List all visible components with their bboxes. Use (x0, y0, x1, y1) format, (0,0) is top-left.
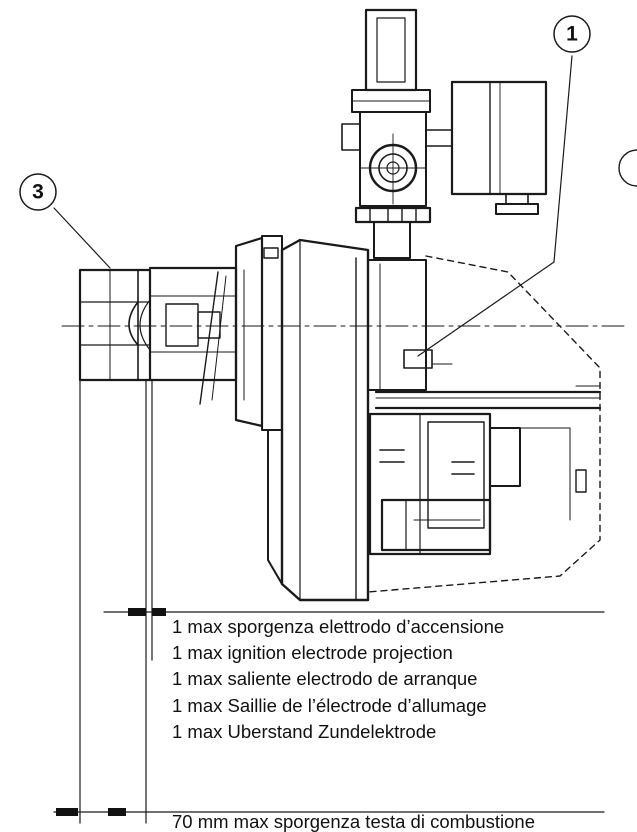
callout-3-leader (53, 207, 111, 269)
callout-3: 3 (19, 173, 57, 211)
callout-1: 1 (553, 15, 591, 53)
dimension-arrowheads (56, 608, 166, 816)
mounting-flange (234, 235, 283, 431)
motor-assembly (368, 412, 587, 556)
callout-1-label: 1 (566, 23, 578, 46)
burner-housing (267, 238, 602, 602)
note-english: 1 max ignition electrode projection (172, 642, 453, 664)
note-german: 1 max Uberstand Zundelektrode (172, 720, 437, 742)
note-french: 1 max Saillie de l’électrode d’allumage (172, 694, 487, 716)
combustion-head (78, 266, 238, 405)
head-projection-note-cut: 70 mm max sporgenza testa di combustione (172, 811, 535, 832)
dimension-lines (53, 379, 605, 824)
note-spanish: 1 max saliente electrodo de arranque (172, 668, 478, 690)
gas-valve-assembly (341, 8, 548, 259)
callout-1-leader (553, 55, 573, 263)
partial-callout-circle (618, 149, 637, 187)
note-italian: 1 max sporgenza elettrodo d’accensione (172, 616, 505, 637)
electrode-projection-notes: 1 max sporgenza elettrodo d’accensione 1… (172, 614, 637, 745)
callout-3-label: 3 (32, 181, 44, 204)
